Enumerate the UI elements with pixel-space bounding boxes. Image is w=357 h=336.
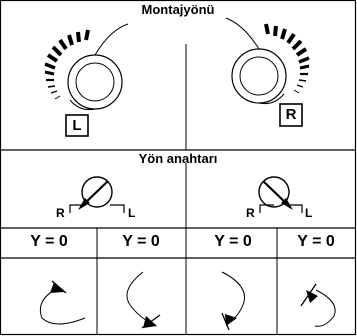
mounting-left-label: L <box>72 117 82 134</box>
switch-left-terminal-r: R <box>56 206 65 220</box>
rotation-arrow-4 <box>300 283 336 327</box>
mounting-right-icon <box>225 17 310 127</box>
switch-title: Yön anahtarı <box>138 151 218 166</box>
switch-left-symbol <box>69 176 125 213</box>
setting-label-4: Y = 0 <box>297 233 335 250</box>
rotation-arrow-1 <box>39 280 86 325</box>
setting-label-1: Y = 0 <box>30 233 68 250</box>
switch-left-terminal-l: L <box>128 206 136 220</box>
rotation-arrow-2 <box>126 271 161 329</box>
rotation-arrow-3 <box>221 271 246 331</box>
switch-right-terminal-l: L <box>305 206 313 220</box>
setting-label-2: Y = 0 <box>122 233 160 250</box>
mounting-left-icon <box>44 23 129 137</box>
mounting-title: Montajyönü <box>141 2 215 17</box>
switch-right-terminal-r: R <box>246 206 255 220</box>
mounting-right-label: R <box>285 106 297 123</box>
switch-right-symbol <box>258 176 303 213</box>
setting-label-3: Y = 0 <box>214 233 252 250</box>
